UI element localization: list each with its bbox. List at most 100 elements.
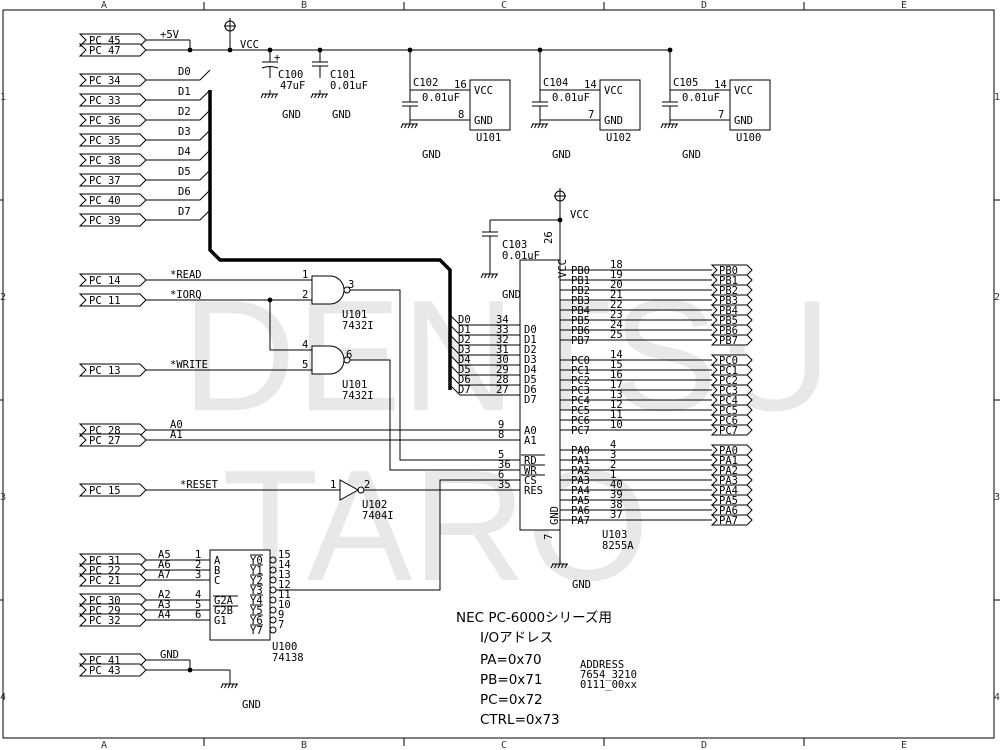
grid-row-right: 2 xyxy=(994,292,1000,303)
pin-number: 19 xyxy=(610,269,623,281)
pin-name: GND xyxy=(604,115,623,127)
nand-gate-1 xyxy=(311,275,351,305)
pin-name: PA4 xyxy=(571,485,590,497)
pin-number: 9 xyxy=(498,419,504,431)
wire xyxy=(544,123,548,129)
junction-dot xyxy=(187,47,193,53)
label: GND xyxy=(160,649,179,661)
label: A6 xyxy=(158,559,171,571)
pin-number: 40 xyxy=(610,479,623,491)
output-bubble xyxy=(269,626,277,634)
pin-name: D5 xyxy=(524,374,537,386)
port-flag-label: PB4 xyxy=(719,305,738,317)
connector-label: PC_37 xyxy=(89,175,121,187)
connector-pc_38: PC_38 xyxy=(78,153,147,167)
connector-label: PC_14 xyxy=(89,275,121,287)
pin-name: C xyxy=(214,575,220,587)
grid-row-left: 2 xyxy=(0,292,6,303)
port-flag-label: PA4 xyxy=(719,485,738,497)
wire xyxy=(561,563,564,569)
label: GND xyxy=(682,149,701,161)
ground-pc41 xyxy=(220,680,238,689)
pin-name: PC5 xyxy=(571,405,590,417)
pin-name: RES xyxy=(524,485,543,497)
pin-name: WR xyxy=(524,465,537,477)
pin-number: 3 xyxy=(610,449,616,461)
wire xyxy=(564,563,568,569)
polarity-mark: + xyxy=(274,52,280,64)
grid-row-left: 3 xyxy=(0,492,6,503)
pin-name: PC2 xyxy=(571,375,590,387)
label: D0 xyxy=(178,66,191,78)
label: *READ xyxy=(170,269,202,281)
pin-name: PA2 xyxy=(571,465,590,477)
label: 74138 xyxy=(272,652,304,664)
pin-number: 39 xyxy=(610,489,623,501)
wire xyxy=(554,563,557,569)
port-flag-label: PB5 xyxy=(719,315,738,327)
pin-number: 12 xyxy=(610,399,623,411)
connector-flag xyxy=(78,43,147,57)
connector-flag xyxy=(78,273,147,287)
port-flag-label: PC5 xyxy=(719,405,738,417)
pin-number: 10 xyxy=(278,599,291,611)
chip-ref: U101 xyxy=(476,132,501,144)
net-label-5v: +5V xyxy=(160,29,180,41)
wire xyxy=(449,354,461,366)
connector-label: PC_35 xyxy=(89,135,121,147)
port-flag-label: PA6 xyxy=(719,505,738,517)
pin-name: PC1 xyxy=(571,365,590,377)
pin-number: 15 xyxy=(610,359,623,371)
ground-c102 xyxy=(400,120,418,129)
ground-c104 xyxy=(530,120,548,129)
pin-name: D4 xyxy=(524,364,537,376)
wire xyxy=(671,123,674,129)
pin-name: GND xyxy=(734,115,753,127)
wire xyxy=(541,123,544,129)
connector-pc_27: PC_27 xyxy=(78,433,147,447)
label: A3 xyxy=(158,599,171,611)
pin-name: GND xyxy=(474,115,493,127)
label: C102 xyxy=(413,77,438,89)
label: D6 xyxy=(178,186,191,198)
grid-row-right: 4 xyxy=(994,692,1000,703)
port-flag-label: PA2 xyxy=(719,465,738,477)
pin-number: 9 xyxy=(278,609,284,621)
port-flag-label: PC4 xyxy=(719,395,738,407)
label: 0.01uF xyxy=(502,250,540,262)
connector-flag xyxy=(78,153,147,167)
ground-c105 xyxy=(660,120,678,129)
inversion-bubble xyxy=(357,486,365,494)
label: D4 xyxy=(178,146,191,158)
vcc-symbol xyxy=(224,18,236,38)
connector-flag xyxy=(78,213,147,227)
pin-name: A1 xyxy=(524,435,537,447)
pin-number: 14 xyxy=(610,349,623,361)
chip-body xyxy=(599,79,641,131)
label: A0 xyxy=(170,419,183,431)
port-flag-label: PC7 xyxy=(719,425,738,437)
pin-number: 5 xyxy=(195,599,201,611)
wire xyxy=(321,93,324,99)
wire xyxy=(324,93,328,99)
label: 32 xyxy=(496,334,509,346)
label: D6 xyxy=(458,374,471,386)
grid-col-top: B xyxy=(301,0,307,11)
wire xyxy=(491,273,494,279)
capacitor-c103 xyxy=(482,220,498,248)
output-bubble xyxy=(269,616,277,624)
connector-pc_13: PC_13 xyxy=(78,363,147,377)
wire xyxy=(449,344,461,356)
label: A1 xyxy=(170,429,183,441)
pin-name: Y6 xyxy=(250,615,263,627)
label: 0.01uF xyxy=(422,92,460,104)
label: C104 xyxy=(543,77,568,89)
wire xyxy=(487,273,491,279)
connector-pc_37: PC_37 xyxy=(78,173,147,187)
gnd-pin-name: GND xyxy=(549,506,561,525)
connector-flag xyxy=(78,363,147,377)
pin-name: Y0 xyxy=(250,555,263,567)
